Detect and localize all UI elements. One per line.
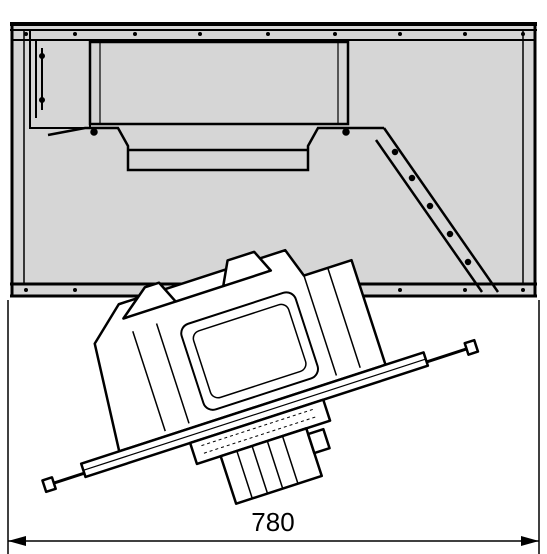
upper-channel — [88, 40, 350, 126]
housing-panel — [12, 24, 535, 296]
diagonal-rail — [374, 127, 500, 293]
dimension-value: 780 — [251, 507, 294, 537]
fan-unit — [41, 248, 480, 505]
outlet-flange — [47, 126, 384, 172]
dimension-line — [7, 300, 540, 554]
rivets — [24, 32, 525, 292]
housing — [10, 22, 537, 298]
